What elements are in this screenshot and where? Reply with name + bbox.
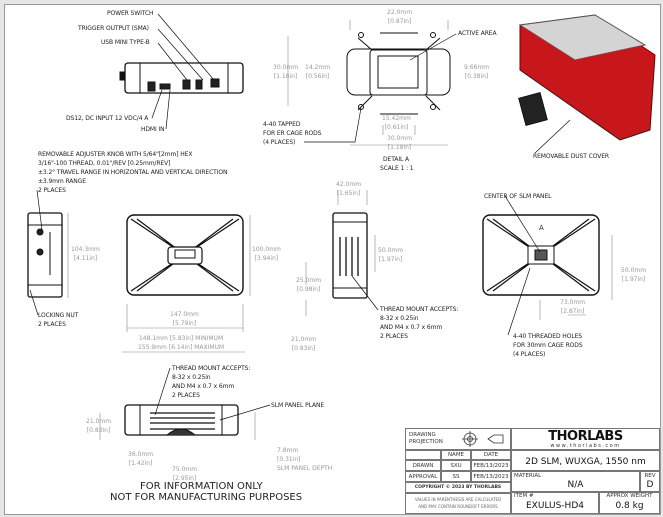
callout-thread-mount-bottom: 8-32 x 0.25in — [172, 374, 211, 381]
callout-thread-mount-bottom: THREAD MOUNT ACCEPTS: — [172, 365, 251, 372]
callout-trigger-output: TRIGGER OUTPUT (SMA) — [78, 25, 149, 32]
dim-30-height: 30.0mm[1.18in] — [273, 64, 299, 80]
dim-30-width: 30.0mm[1.18in] — [387, 135, 413, 151]
callout-slm-plane: SLM PANEL PLANE — [271, 402, 325, 409]
left-side-view — [27, 189, 63, 316]
knob-line: 3/16"-100 THREAD, 0.01"/REV [0.25mm/REV] — [38, 160, 171, 167]
callout-thread-mount-bottom: AND M4 x 0.7 x 6mm — [172, 383, 235, 390]
callout-threaded-holes: (4 PLACES) — [513, 351, 546, 358]
callout-slm-depth: SLM PANEL DEPTH — [277, 465, 333, 472]
callout-knob: REMOVABLE ADJUSTER KNOB WITH 5/64"[2mm] … — [38, 150, 228, 195]
callout-tapped: FOR ER CAGE RODS — [263, 130, 322, 137]
weight-value: 0.8 kg — [615, 501, 644, 511]
dim-21-side: 21.0mm[0.83in] — [291, 336, 317, 352]
approval-label: APPROVAL — [408, 474, 438, 480]
knob-line: REMOVABLE ADJUSTER KNOB WITH 5/64"[2mm] … — [38, 151, 193, 158]
drawn-name: SXU — [450, 463, 462, 469]
knob-line: 2 PLACES — [38, 187, 66, 194]
detail-a-view — [304, 32, 457, 143]
dim-147: 147.0mm[5.79in] — [170, 311, 199, 327]
weight-label: APPROX WEIGHT — [606, 493, 653, 499]
dim-42: 42.0mm[1.65in] — [336, 181, 362, 197]
drawn-date: FEB/13/2023 — [473, 463, 509, 469]
detail-marker: A — [539, 224, 544, 232]
drawn-label: DRAWN — [412, 463, 434, 469]
dim-25: 25.0mm[0.98in] — [296, 277, 322, 293]
callout-locking-nut: LOCKING NUT — [38, 312, 79, 319]
dim-22: 22.0mm[0.87in] — [387, 9, 413, 25]
middle-side-view — [332, 212, 379, 311]
item-label: ITEM # — [514, 493, 534, 499]
drawing-title: 2D SLM, WUXGA, 1550 nm — [525, 457, 646, 467]
note-line: VALUES IN PARENTHESIS ARE CALCULATED — [414, 497, 502, 502]
item-value: EXULUS-HD4 — [526, 501, 584, 511]
callout-locking-nut-qty: 2 PLACES — [38, 321, 66, 328]
callout-usb: USB MINI TYPE-B — [101, 39, 150, 46]
callout-thread-mount: AND M4 x 0.7 x 6mm — [380, 324, 443, 331]
callout-dc-input: DS12, DC INPUT 12 VDC/4 A — [66, 115, 149, 122]
dim-15-42: 15.42mm[0.61in] — [382, 115, 411, 131]
callout-tapped: 4-40 TAPPED — [263, 121, 301, 128]
callout-center-slm: CENTER OF SLM PANEL — [484, 193, 552, 200]
callout-power-switch: POWER SWITCH — [107, 10, 154, 17]
knob-line: ±3.2° TRAVEL RANGE IN HORIZONTAL AND VER… — [38, 169, 228, 176]
projection-symbol-icon — [462, 431, 504, 447]
approval-date: FEB/13/2023 — [473, 474, 509, 480]
material-value: N/A — [567, 480, 584, 490]
dim-9-66: 9.66mm[0.38in] — [464, 64, 490, 80]
detail-scale: SCALE 1 : 1 — [380, 165, 414, 172]
detail-label: DETAIL A — [383, 156, 410, 163]
callout-threaded-holes: 4-40 THREADED HOLES — [513, 333, 582, 340]
disclaimer-line-1: FOR INFORMATION ONLY — [140, 481, 263, 492]
title-block: DRAWING PROJECTION NAME DATE DRAWN SXU F… — [405, 428, 660, 514]
material-label: MATERIAL — [514, 473, 542, 479]
dimension-lines — [67, 20, 613, 440]
dim-104-3: 104.3mm[4.11in] — [71, 246, 100, 262]
dim-50-side: 50.0mm[1.97in] — [378, 247, 404, 263]
col-name: NAME — [447, 452, 465, 458]
knob-line: ±3.9mm RANGE — [38, 178, 86, 185]
thorlabs-url: www.thorlabs.com — [550, 443, 621, 449]
dim-21-bottom: 21.0mm[0.83in] — [86, 418, 112, 434]
callout-tapped: (4 PLACES) — [263, 139, 296, 146]
callout-active-area: ACTIVE AREA — [458, 30, 497, 37]
callout-dust-cover: REMOVABLE DUST COVER — [533, 153, 610, 160]
device-render — [518, 14, 656, 154]
callout-thread-mount: 8-32 x 0.25in — [380, 315, 419, 322]
rev-label: REV — [644, 473, 656, 479]
dim-100: 100.0mm[3.94in] — [252, 246, 281, 262]
dim-50-front: 50.0mm[1.97in] — [621, 267, 647, 283]
rear-view — [482, 195, 600, 336]
bottom-view — [124, 367, 271, 436]
dim-7-8: 7.8mm[0.31in] — [277, 447, 301, 463]
col-date: DATE — [483, 452, 499, 458]
thorlabs-logo: THORLABS — [548, 429, 623, 444]
dim-73: 73.0mm[2.87in] — [560, 299, 586, 315]
callout-hdmi: HDMI IN — [141, 126, 165, 133]
disclaimer-line-2: NOT FOR MANUFACTURING PURPOSES — [110, 492, 303, 503]
copyright: COPYRIGHT © 2023 BY THORLABS — [414, 485, 502, 490]
dim-14-2: 14.2mm[0.56in] — [305, 64, 331, 80]
projection-label: DRAWING PROJECTION — [409, 432, 443, 445]
connector-side-view — [119, 13, 244, 130]
approval-name: SS — [452, 474, 460, 480]
dim-75: 75.0mm[2.95in] — [172, 466, 198, 482]
callout-thread-mount: THREAD MOUNT ACCEPTS: — [380, 306, 459, 313]
rev-value: D — [646, 480, 654, 490]
front-view — [126, 214, 244, 296]
callout-thread-mount: 2 PLACES — [380, 333, 408, 340]
dim-36: 36.0mm[1.42in] — [128, 451, 154, 467]
note-line: AND MAY CONTAIN ROUNDOFF ERRORS — [418, 504, 498, 509]
callout-threaded-holes: FOR 30mm CAGE RODS — [513, 342, 583, 349]
callout-thread-mount-bottom: 2 PLACES — [172, 392, 200, 399]
